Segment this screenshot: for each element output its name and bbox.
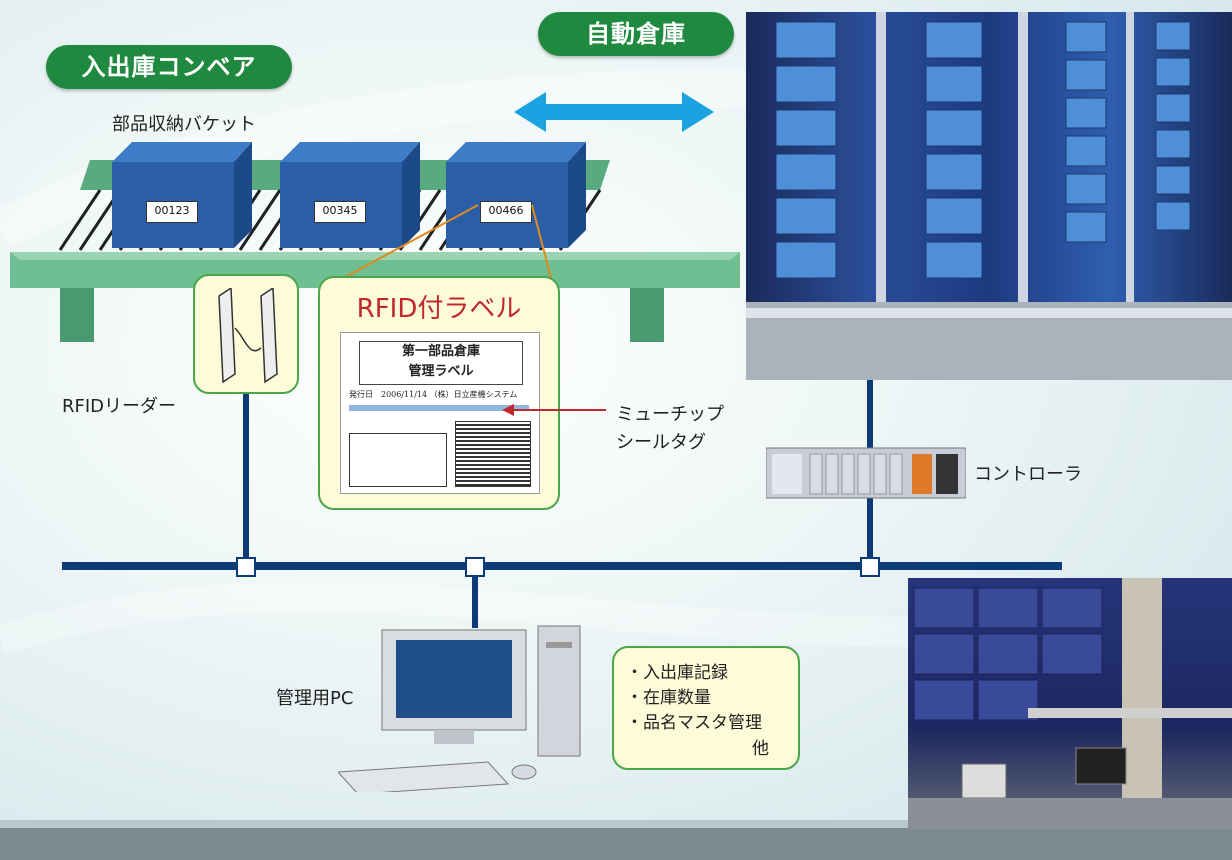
label-card-line1: 第一部品倉庫 [401, 344, 480, 359]
bucket-2 [280, 142, 420, 248]
network-node-controller [860, 557, 880, 577]
controller-label: コントローラ [974, 464, 1082, 485]
chip-tag-strip [349, 405, 529, 411]
network-node-pc [465, 557, 485, 577]
rfid-label-title: RFID付ラベル [356, 294, 522, 324]
label-card: 第一部品倉庫 管理ラベル 発行日 2006/11/14 （株）日立産機システム [340, 332, 540, 494]
warehouse-racks [746, 12, 1232, 380]
rfid-reader-box [193, 274, 299, 394]
label-card-blank-box [349, 433, 447, 487]
pc-functions-box: ・入出庫記録 ・在庫数量 ・品名マスタ管理 他 [612, 646, 800, 770]
bucket-3-label: 00466 [480, 201, 532, 223]
warehouse-header: 自動倉庫 [538, 12, 734, 56]
bucket-2-label: 00345 [314, 201, 366, 223]
rfid-antenna-icon [218, 288, 278, 384]
bidirectional-arrow-icon [514, 92, 714, 132]
warehouse-photo [746, 12, 1232, 380]
control-room-photo [908, 578, 1232, 830]
function-item-2: ・在庫数量 [626, 688, 711, 708]
function-item-3: ・品名マスタ管理 [626, 713, 762, 733]
chip-pointer-arrow-icon [502, 404, 606, 416]
buckets-caption: 部品収納バケット [112, 114, 256, 135]
label-card-issued: 発行日 2006/11/14 （株）日立産機システム [349, 390, 518, 399]
label-card-line2: 管理ラベル [408, 364, 474, 379]
barcode-icon [455, 421, 531, 487]
controller-plc-icon [766, 447, 966, 499]
network-node-reader [236, 557, 256, 577]
seal-tag-label: シールタグ [616, 432, 706, 453]
label-card-frame: 第一部品倉庫 管理ラベル [359, 341, 523, 385]
bucket-3 [446, 142, 586, 248]
admin-pc-label: 管理用PC [276, 688, 354, 709]
bucket-1-label: 00123 [146, 201, 198, 223]
computer-icon [338, 625, 581, 792]
function-item-1: ・入出庫記録 [626, 663, 728, 683]
mu-chip-label: ミューチップ [616, 404, 724, 425]
rfid-reader-label: RFIDリーダー [62, 396, 177, 417]
conveyor-header: 入出庫コンベア [46, 45, 292, 89]
control-room-scene [908, 578, 1232, 830]
function-item-4: 他 [752, 739, 769, 759]
